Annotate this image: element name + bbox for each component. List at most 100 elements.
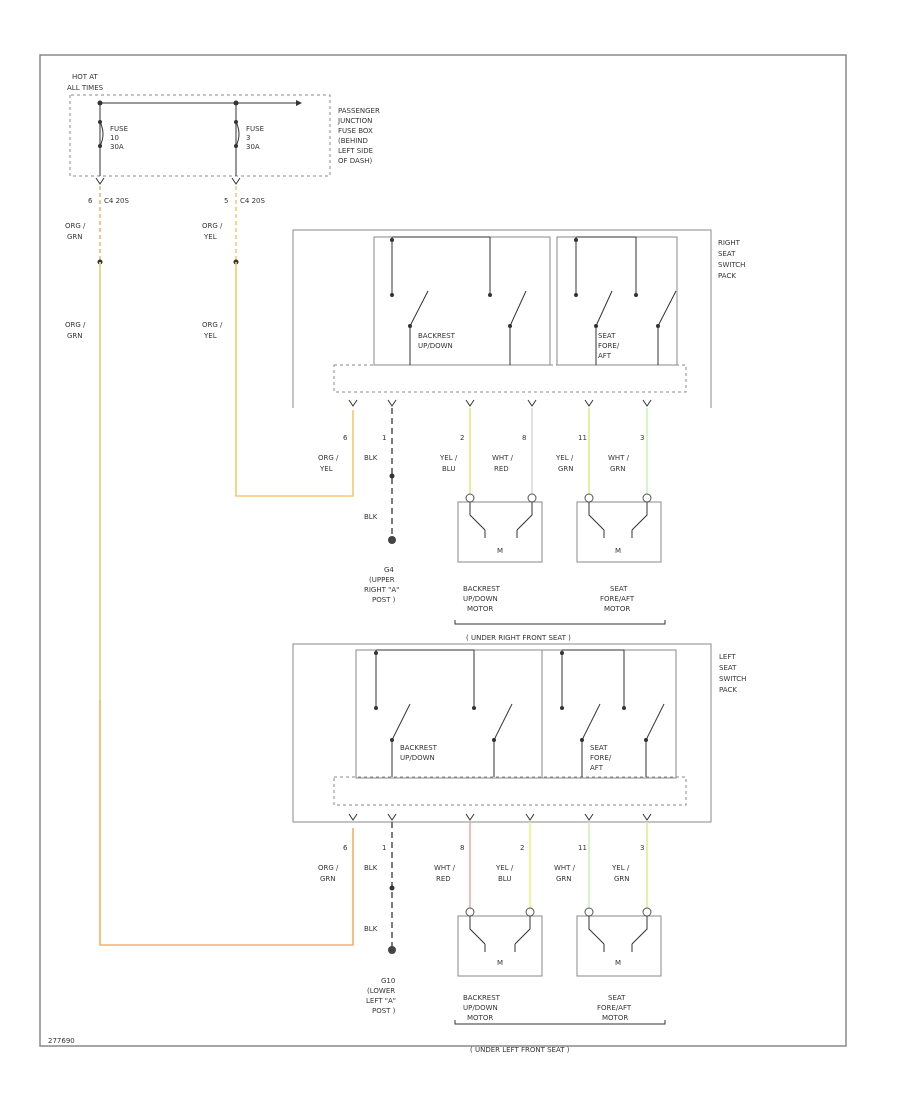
power-bus-arrow (296, 100, 302, 106)
svg-text:BACKREST: BACKREST (418, 332, 456, 340)
svg-text:YEL /: YEL / (611, 864, 630, 872)
svg-text:WHT /: WHT / (608, 454, 630, 462)
right-seat-motor: M SEAT FORE/AFT MOTOR (576, 493, 662, 613)
svg-text:FORE/AFT: FORE/AFT (597, 1004, 632, 1012)
svg-text:SEAT: SEAT (610, 585, 628, 593)
svg-text:3: 3 (640, 434, 644, 442)
org-grn-label: ORG / (65, 222, 86, 230)
svg-text:6: 6 (343, 434, 348, 442)
diagram-frame (39, 54, 847, 1047)
splice (389, 885, 395, 891)
right-seat-location: ( UNDER RIGHT FRONT SEAT ) (466, 634, 571, 642)
svg-text:RIGHT: RIGHT (718, 239, 741, 247)
svg-text:ORG /: ORG / (318, 454, 339, 462)
svg-text:6: 6 (88, 197, 93, 205)
svg-text:FUSE: FUSE (110, 125, 128, 133)
svg-text:UP/DOWN: UP/DOWN (463, 1004, 498, 1012)
figure-id: 277690 (48, 1037, 75, 1045)
svg-text:WHT /: WHT / (434, 864, 456, 872)
left-seat-location-bracket (454, 1020, 666, 1025)
svg-text:2: 2 (460, 434, 464, 442)
svg-text:MOTOR: MOTOR (604, 605, 630, 613)
svg-text:FORE/: FORE/ (598, 342, 620, 350)
svg-text:LEFT SIDE: LEFT SIDE (338, 147, 373, 155)
junction-box-label: PASSENGER JUNCTION FUSE BOX (BEHIND LEFT… (337, 107, 380, 165)
svg-text:YEL /: YEL / (439, 454, 458, 462)
org-yel-main-wire (235, 262, 354, 497)
svg-text:GRN: GRN (610, 465, 626, 473)
svg-text:SEAT: SEAT (719, 664, 737, 672)
svg-text:SWITCH: SWITCH (718, 261, 745, 269)
right-ground-g4: G4 (UPPER RIGHT "A" POST ) (364, 536, 399, 604)
svg-text:M: M (615, 547, 621, 555)
svg-text:GRN: GRN (558, 465, 574, 473)
svg-text:FORE/: FORE/ (590, 754, 612, 762)
svg-text:JUNCTION: JUNCTION (337, 117, 372, 125)
svg-text:BLK: BLK (364, 513, 378, 521)
svg-text:RIGHT "A": RIGHT "A" (364, 586, 399, 594)
svg-text:M: M (497, 959, 503, 967)
svg-text:C4 20S: C4 20S (104, 197, 129, 205)
org-yel-label: YEL (203, 332, 217, 340)
svg-text:PASSENGER: PASSENGER (338, 107, 380, 115)
org-yel-label: YEL (203, 233, 217, 241)
svg-text:1: 1 (382, 434, 386, 442)
svg-text:OF DASH): OF DASH) (338, 157, 373, 165)
splice (389, 473, 395, 479)
svg-text:AFT: AFT (590, 764, 604, 772)
svg-text:30A: 30A (246, 143, 260, 151)
org-yel-label: ORG / (202, 321, 223, 329)
svg-text:YEL /: YEL / (555, 454, 574, 462)
svg-text:POST ): POST ) (372, 596, 396, 604)
fuse-3: FUSE 3 30A (234, 103, 264, 176)
svg-text:G10: G10 (381, 977, 395, 985)
svg-text:5: 5 (224, 197, 228, 205)
svg-text:BACKREST: BACKREST (463, 585, 501, 593)
svg-text:BLK: BLK (364, 454, 378, 462)
org-yel-label: ORG / (202, 222, 223, 230)
org-grn-label: GRN (67, 233, 83, 241)
right-backrest-motor: M BACKREST UP/DOWN MOTOR (457, 493, 543, 613)
svg-text:SEAT: SEAT (590, 744, 608, 752)
connector-c420s-right: 5 C4 20S (224, 177, 265, 205)
right-wire-labels: ORG / YEL BLK YEL / BLU WHT / RED YEL / … (318, 454, 630, 521)
left-ground-g10: G10 (LOWER LEFT "A" POST ) (366, 946, 396, 1015)
fuse-10: FUSE 10 30A (98, 103, 128, 176)
svg-text:3: 3 (246, 134, 250, 142)
svg-text:YEL /: YEL / (495, 864, 514, 872)
svg-text:GRN: GRN (320, 875, 336, 883)
svg-text:RED: RED (494, 465, 509, 473)
left-seat-location: ( UNDER LEFT FRONT SEAT ) (470, 1046, 570, 1054)
left-pack-connector: 6 1 8 2 11 3 (343, 813, 652, 852)
svg-text:BLK: BLK (364, 864, 378, 872)
svg-text:6: 6 (343, 844, 348, 852)
svg-text:10: 10 (110, 134, 119, 142)
svg-text:MOTOR: MOTOR (602, 1014, 628, 1022)
org-grn-main-wire (99, 262, 354, 946)
svg-text:FUSE BOX: FUSE BOX (338, 127, 373, 135)
hot-at-label: HOT AT (72, 73, 99, 81)
svg-text:C4 20S: C4 20S (240, 197, 265, 205)
svg-text:M: M (615, 959, 621, 967)
svg-text:BLU: BLU (498, 875, 511, 883)
svg-text:RED: RED (436, 875, 451, 883)
svg-text:UP/DOWN: UP/DOWN (463, 595, 498, 603)
all-times-label: ALL TIMES (67, 84, 104, 92)
svg-text:MOTOR: MOTOR (467, 605, 493, 613)
org-grn-label: GRN (67, 332, 83, 340)
svg-text:FORE/AFT: FORE/AFT (600, 595, 635, 603)
svg-text:SWITCH: SWITCH (719, 675, 746, 683)
svg-text:BACKREST: BACKREST (400, 744, 438, 752)
svg-text:G4: G4 (384, 566, 394, 574)
connector-c420s-left: 6 C4 20S (88, 177, 129, 205)
left-backrest-motor: M BACKREST UP/DOWN MOTOR (457, 907, 543, 1022)
svg-text:(UPPER: (UPPER (369, 576, 395, 584)
svg-text:POST ): POST ) (372, 1007, 396, 1015)
svg-text:UP/DOWN: UP/DOWN (400, 754, 435, 762)
right-seat-location-bracket (454, 620, 666, 625)
svg-text:(LOWER: (LOWER (367, 987, 395, 995)
left-seat-switch-pack: LEFT SEAT SWITCH PACK BACKREST UP/DOWN S… (292, 643, 746, 823)
svg-text:3: 3 (640, 844, 644, 852)
svg-text:ORG /: ORG / (318, 864, 339, 872)
